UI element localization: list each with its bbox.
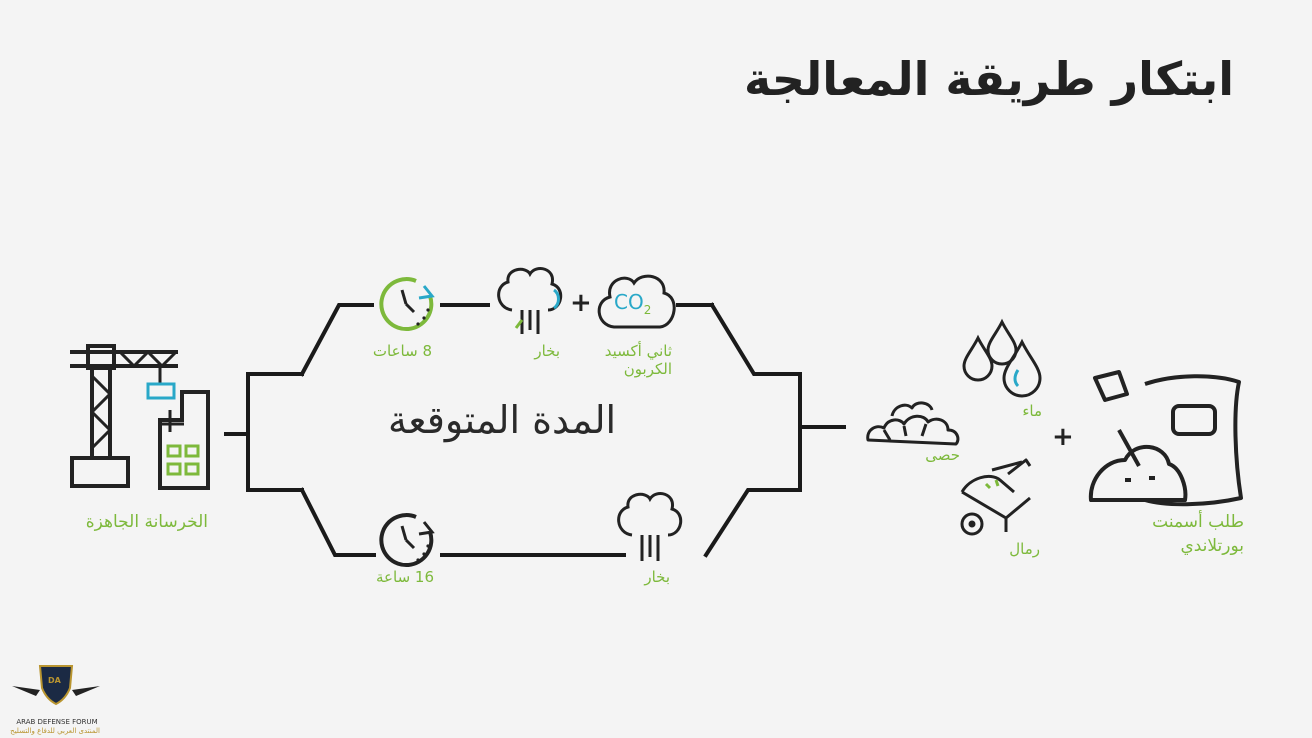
gravel-label: حصى [925, 446, 960, 464]
cement-bag-icon [1088, 370, 1243, 507]
page-title: ابتكار طريقة المعالجة [743, 52, 1234, 106]
steam-icon-bottom [617, 492, 683, 561]
clock-icon-bottom [379, 513, 435, 567]
plus-sign-inputs: + [1052, 422, 1074, 452]
bottom-steam-label: بخار [644, 568, 670, 586]
logo-name: ARAB DEFENSE FORUM [16, 718, 98, 726]
cement-label: طلب أسمنت بورتلاندي [1152, 512, 1244, 556]
water-drops-icon [962, 318, 1042, 398]
expected-duration-label: المدة المتوقعة [388, 398, 617, 442]
logo-tagline: المنتدى العربي للدفاع والتسليح [10, 727, 100, 735]
logo-emblem [12, 665, 100, 706]
steam-icon-top [497, 267, 563, 334]
gravel-icon [866, 401, 960, 446]
wheelbarrow-icon [960, 458, 1032, 536]
logo-initials: DA [48, 676, 61, 685]
co2-cloud-icon [597, 274, 676, 329]
clock-icon-top [379, 277, 435, 331]
top-path-left-arm [299, 303, 374, 377]
bottom-time-label: 16 ساعة [376, 568, 434, 586]
crane-building-icon [70, 344, 210, 490]
sand-label: رمال [1009, 540, 1040, 558]
co2-label: ثاني أكسيد الكربون [604, 342, 672, 378]
top-path-right-arm [709, 302, 802, 376]
bottom-path-right-arm [703, 488, 802, 558]
plus-sign-top: + [570, 288, 592, 318]
top-steam-label: بخار [534, 342, 560, 360]
ready-concrete-label: الخرسانة الجاهزة [85, 512, 208, 532]
water-label: ماء [1022, 402, 1042, 420]
top-time-label: 8 ساعات [372, 342, 432, 360]
co2-formula: CO2 [614, 290, 652, 317]
bottom-path-left-arm [299, 487, 376, 557]
